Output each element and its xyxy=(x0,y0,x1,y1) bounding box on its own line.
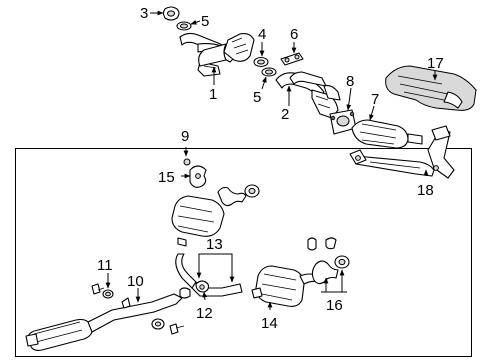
callout-5-top: 5 xyxy=(201,13,209,30)
part-1-front-pipe xyxy=(179,32,255,77)
callout-13: 13 xyxy=(206,236,223,253)
callout-2: 2 xyxy=(281,106,289,123)
leader-lines xyxy=(105,10,438,310)
rubber-hangers xyxy=(217,184,260,207)
callout-17: 17 xyxy=(427,55,444,72)
part-6-gasket xyxy=(280,52,304,66)
callout-10: 10 xyxy=(127,273,144,290)
callout-9: 9 xyxy=(181,128,189,145)
inset-frame xyxy=(15,148,472,357)
part-17-heat-shield xyxy=(385,65,477,111)
upper-muffler xyxy=(171,195,225,247)
part-15-hanger xyxy=(183,158,207,188)
callout-5-lower: 5 xyxy=(253,89,261,106)
part-5-ring-top xyxy=(176,21,192,31)
part-16-tail-hangers xyxy=(307,237,350,285)
callout-3: 3 xyxy=(140,5,148,22)
part-3-clip xyxy=(162,6,180,21)
part-5-ring-lower xyxy=(261,67,277,77)
part-12-clamp xyxy=(195,280,210,293)
callout-11: 11 xyxy=(97,257,113,274)
callout-15: 15 xyxy=(158,169,175,186)
callout-1: 1 xyxy=(209,86,217,103)
part-18-bracket xyxy=(349,125,455,179)
part-11-nut xyxy=(102,289,114,299)
callout-12: 12 xyxy=(196,305,213,322)
part-7-catalytic-converter xyxy=(351,119,423,149)
callout-6: 6 xyxy=(290,26,298,43)
part-10-resonator-pipe xyxy=(25,287,191,351)
part-14-rear-muffler xyxy=(251,265,321,307)
callout-14: 14 xyxy=(261,315,278,332)
bottom-small-parts xyxy=(151,318,185,335)
callout-16: 16 xyxy=(326,297,343,314)
part-2-y-pipe xyxy=(275,71,341,119)
callout-18: 18 xyxy=(417,182,434,199)
callout-7: 7 xyxy=(371,91,379,108)
part-11-bolt xyxy=(91,283,105,295)
callout-4: 4 xyxy=(258,26,266,43)
part-4-ring xyxy=(253,56,269,68)
callout-8: 8 xyxy=(346,73,354,90)
